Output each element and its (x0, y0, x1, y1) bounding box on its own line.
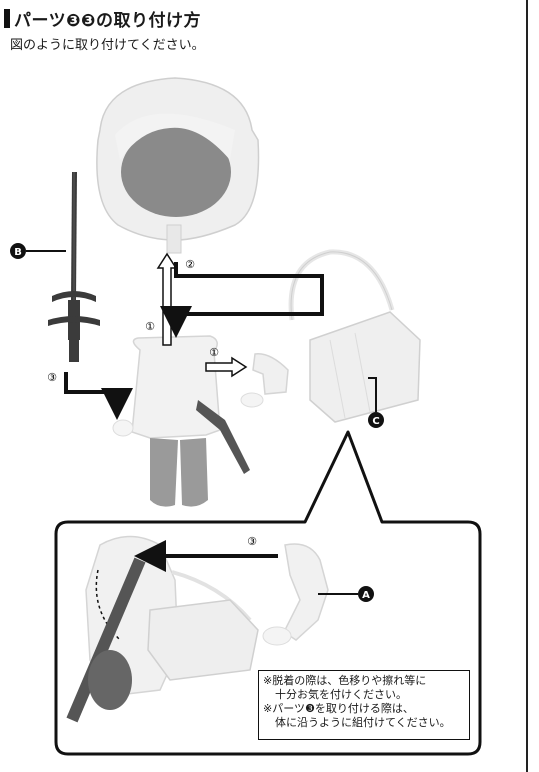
caution-note: ※脱着の際は、色移りや擦れ等に 十分お気を付けください。 ※パーツ❸を取り付ける… (258, 670, 470, 740)
step2-label: ② (185, 258, 195, 271)
note-line-1: ※脱着の際は、色移りや擦れ等に (263, 674, 465, 688)
arrow-step1-up (158, 254, 176, 345)
part-c-label: C (372, 416, 379, 427)
step3-label-a: ③ (47, 371, 57, 384)
note-line-2: ※パーツ❸を取り付ける際は、 (263, 702, 465, 716)
head-figure (97, 78, 259, 253)
note-line-1b: 十分お気を付けください。 (263, 688, 465, 702)
note-line-2b: 体に沿うように組付けてください。 (263, 716, 465, 730)
step1-label-b: ① (209, 346, 219, 359)
step3-label-b: ③ (247, 535, 257, 548)
body-figure (113, 336, 250, 507)
part-a-label: A (362, 590, 370, 601)
part-b-label: B (14, 247, 22, 258)
sword-part (48, 172, 100, 362)
arrow-step3-top (66, 372, 117, 412)
arm-part (241, 354, 288, 407)
step1-label-a: ① (145, 320, 155, 333)
